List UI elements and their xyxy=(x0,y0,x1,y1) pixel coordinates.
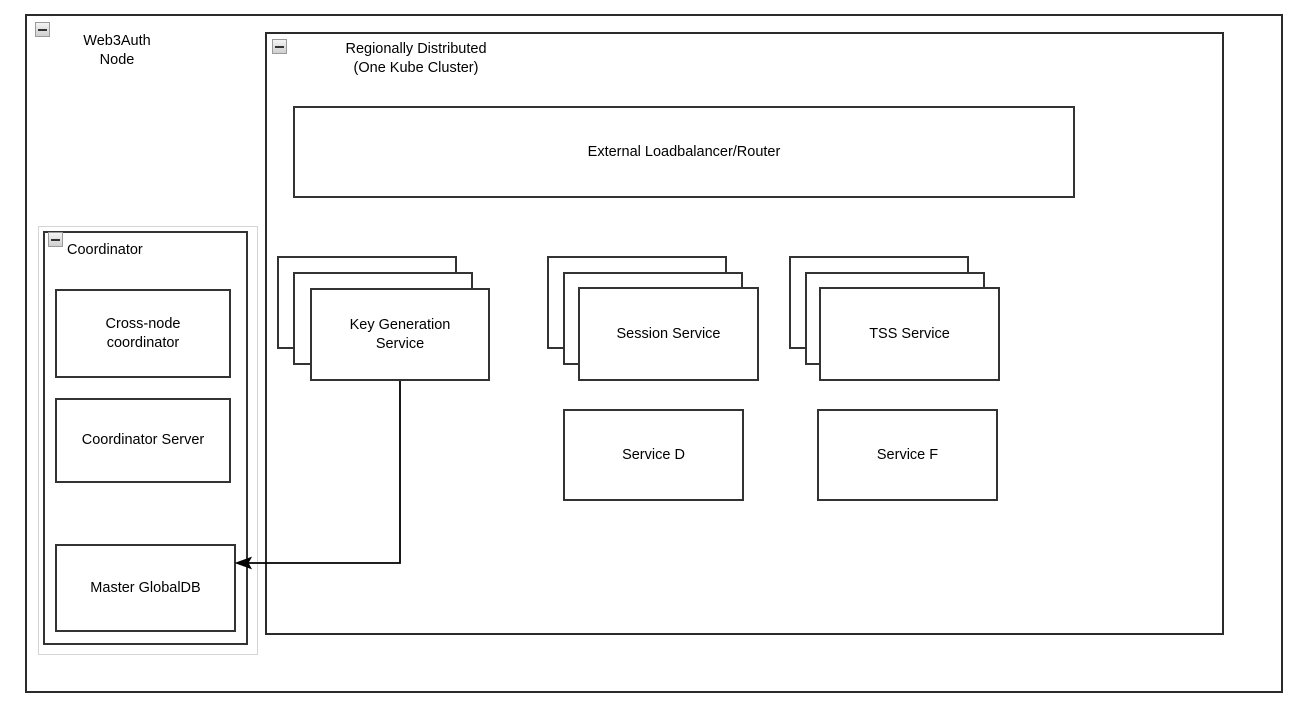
tss-service-stack[interactable]: TSS Service xyxy=(789,256,1001,381)
tss-service-replica-front[interactable]: TSS Service xyxy=(819,287,1000,381)
collapse-minus-icon-web3auth-node[interactable] xyxy=(35,22,50,37)
collapse-minus-icon-kube-cluster[interactable] xyxy=(272,39,287,54)
service-f-box[interactable]: Service F xyxy=(817,409,998,501)
kube-cluster-label: Regionally Distributed (One Kube Cluster… xyxy=(345,41,487,76)
service-d-box[interactable]: Service D xyxy=(563,409,744,501)
external-loadbalancer-router-box[interactable]: External Loadbalancer/Router xyxy=(293,106,1075,198)
key-generation-service-stack[interactable]: Key Generation Service xyxy=(277,256,492,381)
service-f-label: Service F xyxy=(876,446,939,463)
service-d-label: Service D xyxy=(622,446,685,463)
coordinator-server-label: Coordinator Server xyxy=(81,432,205,448)
web3auth-node-label: Web3Auth Node xyxy=(83,33,151,68)
master-globaldb-label: Master GlobalDB xyxy=(90,579,201,596)
key-generation-service-replica-front[interactable]: Key Generation Service xyxy=(310,288,490,381)
session-service-label: Session Service xyxy=(616,325,721,342)
collapse-minus-icon-coordinator[interactable] xyxy=(48,232,63,247)
session-service-replica-front[interactable]: Session Service xyxy=(578,287,759,381)
cross-node-coordinator-box[interactable]: Cross-node coordinator xyxy=(55,289,231,378)
key-generation-service-label: Key Generation Service xyxy=(349,316,451,352)
coordinator-server-box[interactable]: Coordinator Server xyxy=(55,398,231,483)
session-service-stack[interactable]: Session Service xyxy=(547,256,760,381)
master-globaldb-box[interactable]: Master GlobalDB xyxy=(55,544,236,632)
external-loadbalancer-router-label: External Loadbalancer/Router xyxy=(587,143,781,160)
cross-node-coordinator-label: Cross-node coordinator xyxy=(105,315,181,351)
tss-service-label: TSS Service xyxy=(869,325,950,342)
coordinator-label: Coordinator xyxy=(67,242,143,258)
